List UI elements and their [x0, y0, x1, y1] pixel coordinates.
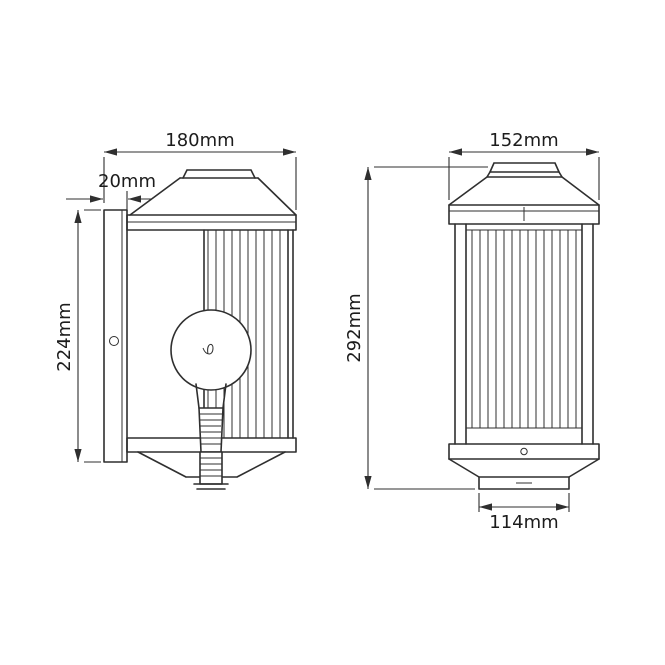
base-plate [478, 476, 570, 490]
dimension-152: 152mm [448, 130, 600, 200]
dimension-224: 224mm [54, 209, 101, 463]
bulb-glass [170, 309, 252, 391]
front-glass [466, 229, 582, 429]
backplate [103, 209, 128, 463]
front-view-width-label: 152mm [489, 130, 558, 151]
dimension-292: 292mm [344, 166, 488, 490]
dimension-20: 20mm [66, 171, 156, 212]
front-body-frame [454, 223, 594, 445]
light-bulb [170, 309, 252, 490]
roof-slants [129, 177, 297, 216]
front-base-width-label: 114mm [489, 512, 558, 533]
dimension-180: 180mm [103, 130, 297, 210]
side-view-fixture [103, 169, 297, 490]
mounting-hole [109, 336, 119, 346]
front-band-outline [448, 204, 600, 225]
dimension-114: 114mm [478, 493, 570, 533]
side-top-band [126, 214, 297, 231]
front-view-fixture [448, 162, 600, 490]
front-top-band [448, 204, 600, 225]
band-outline [126, 214, 297, 231]
backplate-depth-label: 20mm [98, 171, 156, 192]
candle-tube [199, 451, 223, 485]
backplate-height-label: 224mm [54, 302, 75, 371]
front-base [448, 443, 600, 490]
top-cap [182, 169, 256, 179]
bulb-filament [202, 343, 214, 355]
socket-threads [200, 413, 222, 445]
tube-lines [200, 457, 222, 477]
base-center-detail [520, 447, 528, 456]
front-roof-slants [448, 176, 600, 206]
front-bottom-band [448, 443, 600, 460]
front-glass-ribs [471, 230, 577, 428]
front-glass-bounds [466, 229, 582, 429]
side-roof [129, 169, 297, 216]
front-bottom-taper [448, 458, 600, 478]
front-view-height-label: 292mm [344, 293, 365, 362]
side-view-width-label: 180mm [165, 130, 234, 151]
cap-upper [489, 162, 560, 173]
front-top-cap [448, 162, 600, 206]
bottom-finial [193, 483, 229, 490]
bulb-neck [195, 383, 227, 409]
bulb-socket [198, 407, 224, 453]
cap-lower [486, 171, 563, 178]
